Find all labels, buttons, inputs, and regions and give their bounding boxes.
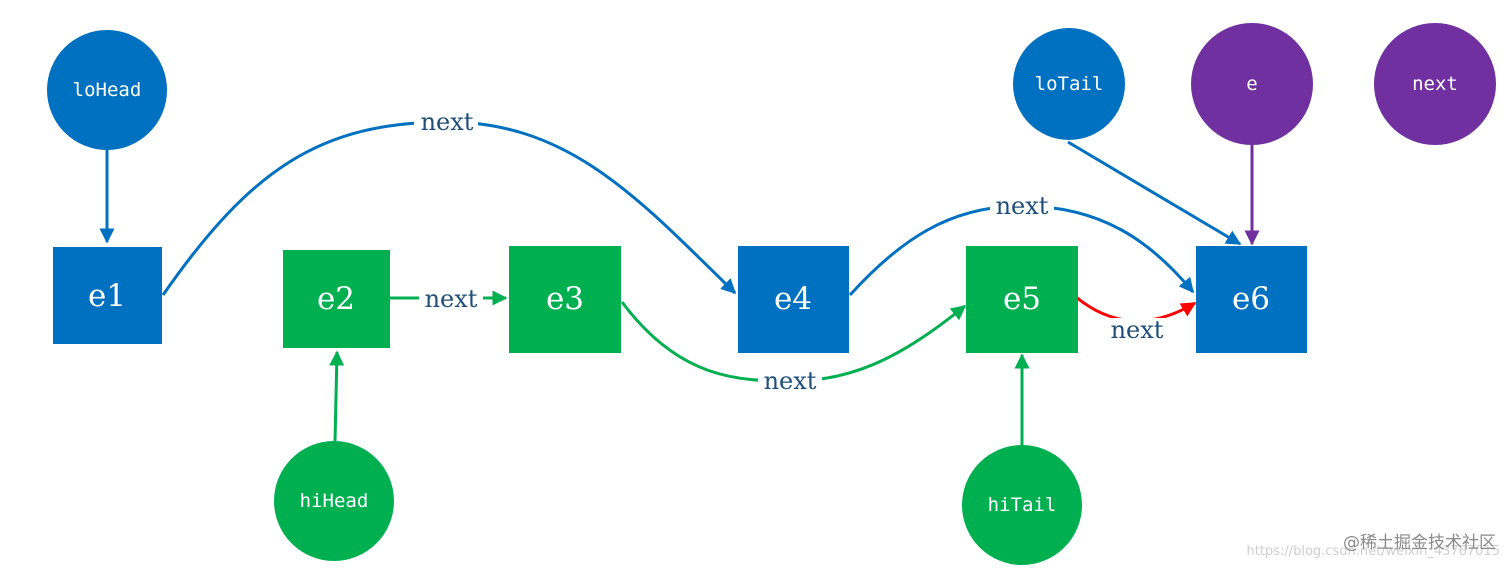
watermark-site: @稀土掘金技术社区: [1343, 533, 1496, 553]
node-e3: e3: [509, 246, 621, 353]
svg-text:e2: e2: [317, 281, 355, 317]
node-e6: e6: [1196, 246, 1307, 353]
edge-label-e3-e5: next: [764, 367, 817, 395]
pointer-e: e: [1191, 23, 1313, 145]
e1-to-e4-edge: [161, 120, 737, 296]
watermark-url: https://blog.csdn.net/weixin_43767015: [1246, 544, 1500, 559]
svg-text:e1: e1: [88, 278, 126, 314]
svg-text:e6: e6: [1232, 281, 1270, 317]
loTail-to-e6-arrow: [1067, 140, 1242, 246]
node-e4: e4: [738, 246, 849, 353]
edge-label-e5-e6: next: [1111, 316, 1164, 344]
edge-label-e1-e4: next: [421, 108, 474, 136]
svg-text:hiHead: hiHead: [300, 490, 369, 512]
svg-text:e: e: [1246, 73, 1257, 95]
pointer-hiHead: hiHead: [274, 441, 394, 561]
edge-label-e2-e3: next: [425, 285, 478, 313]
svg-text:e4: e4: [774, 281, 812, 317]
svg-text:loTail: loTail: [1035, 73, 1104, 95]
pointer-loHead: loHead: [47, 30, 167, 150]
pointer-next: next: [1374, 23, 1496, 145]
node-e5: e5: [966, 246, 1078, 353]
svg-text:hiTail: hiTail: [988, 494, 1057, 516]
svg-text:loHead: loHead: [73, 79, 142, 101]
svg-text:e3: e3: [546, 281, 584, 317]
edge-label-e4-e6: next: [996, 192, 1049, 220]
pointer-loTail: loTail: [1013, 28, 1125, 140]
svg-text:next: next: [1412, 73, 1458, 95]
hiHead-to-e2-arrow: [329, 350, 345, 443]
node-e1: e1: [53, 247, 162, 344]
node-e2: e2: [283, 250, 390, 348]
svg-text:e5: e5: [1003, 281, 1041, 317]
pointer-hiTail: hiTail: [962, 445, 1082, 565]
